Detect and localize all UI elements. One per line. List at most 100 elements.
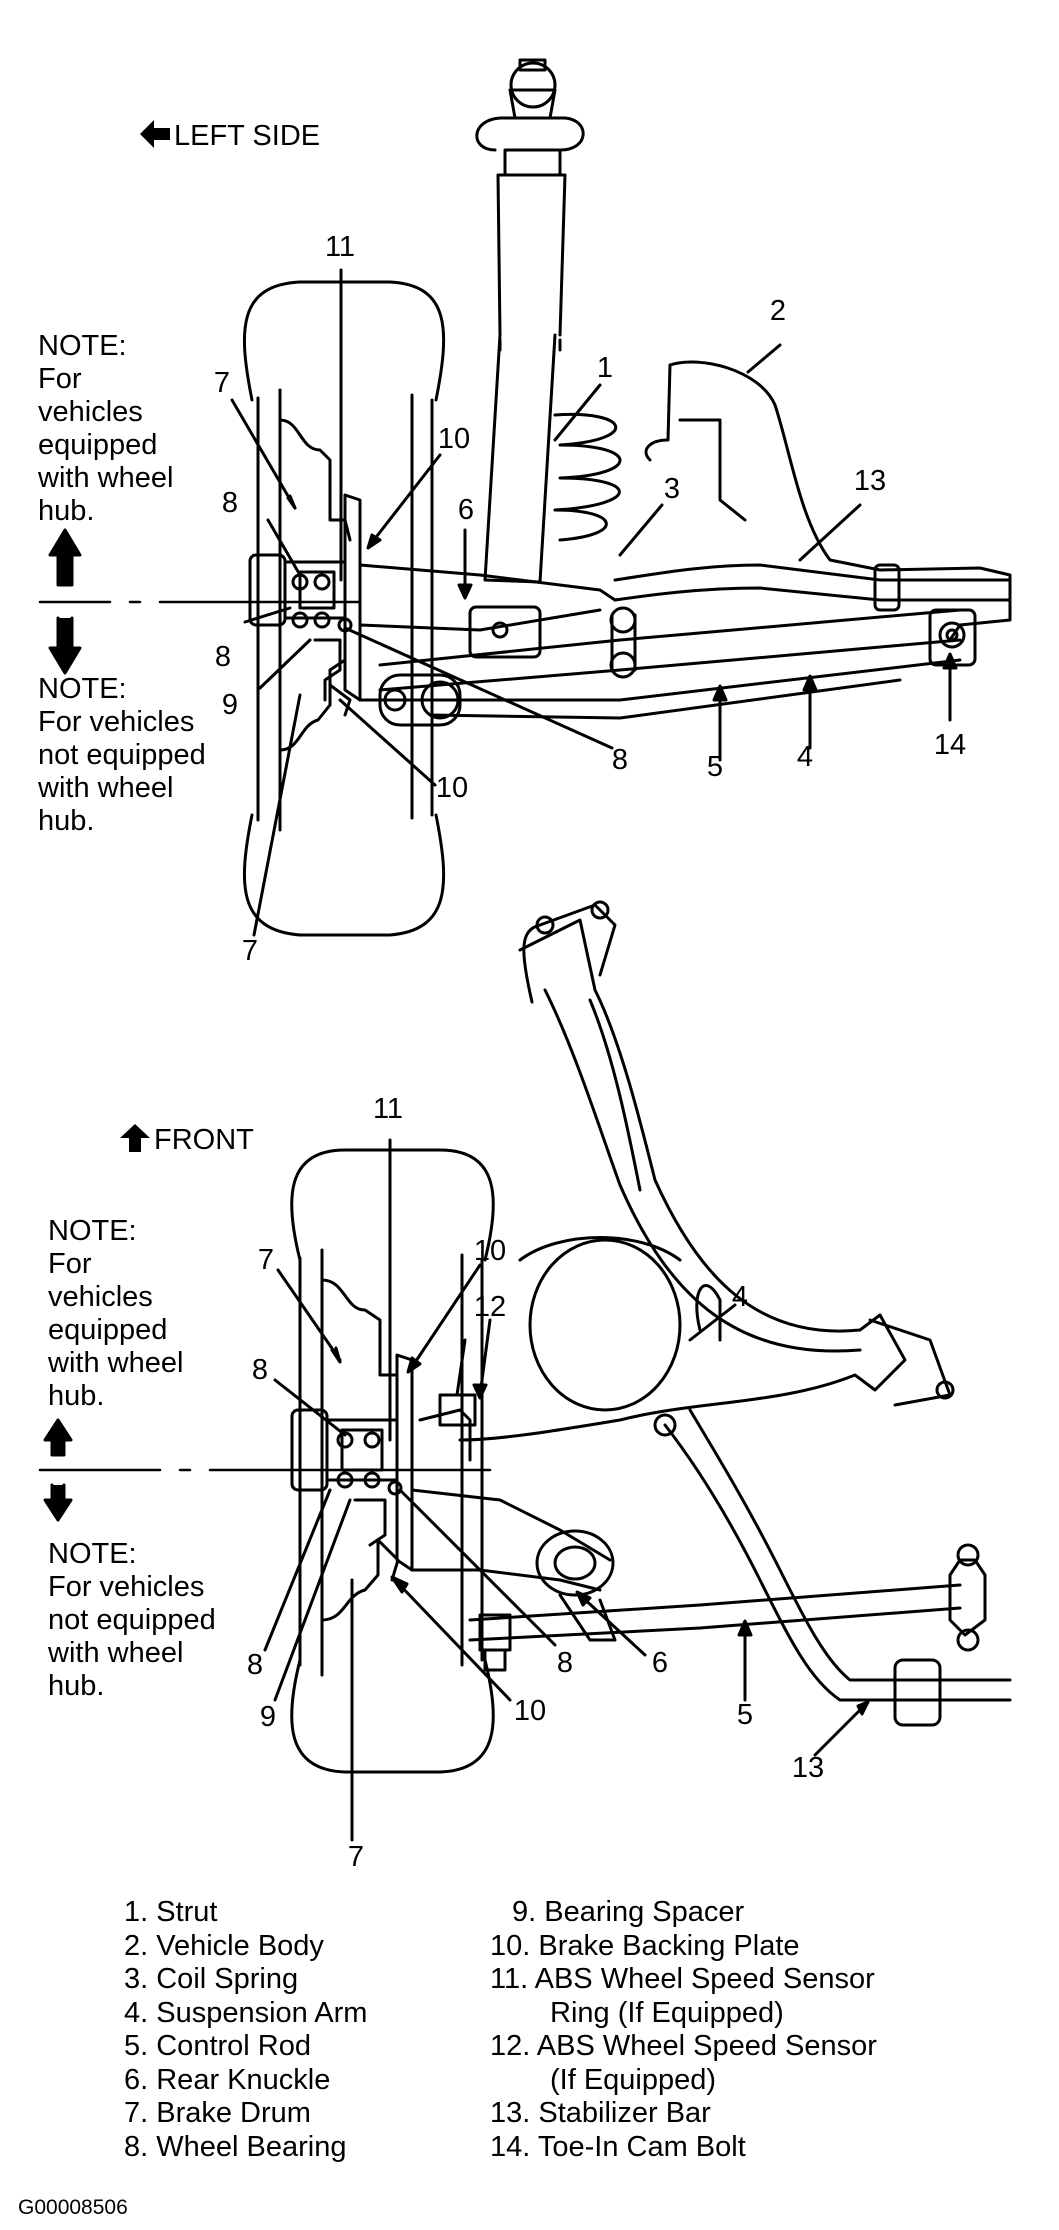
note-line: with wheel [38, 462, 174, 494]
legend-item: 1. Strut [124, 1896, 218, 1928]
left-arrow-icon [140, 120, 170, 148]
top-leader-10b [338, 698, 437, 787]
bottom-callout-8a: 8 [251, 1354, 269, 1386]
bottom-direction-text: FRONT [154, 1124, 254, 1156]
legend-item: 3. Coil Spring [124, 1963, 299, 1995]
bottom-callout-8b: 8 [246, 1649, 264, 1681]
note-line: hub. [38, 805, 95, 837]
bottom-callout-11: 11 [372, 1093, 404, 1125]
bottom-callout-4: 4 [731, 1281, 749, 1313]
bottom-callout-13: 13 [791, 1752, 825, 1784]
top-strut-body [483, 333, 557, 584]
note-line: NOTE: [38, 330, 127, 362]
top-leader-8c [343, 626, 614, 750]
legend-item: 2. Vehicle Body [124, 1929, 324, 1962]
bottom-leader-4 [688, 1303, 737, 1342]
legend-item: 11. ABS Wheel Speed Sensor [490, 1963, 875, 1995]
legend-item: 14. Toe-In Cam Bolt [490, 2130, 746, 2163]
top-leader-7b [252, 693, 302, 937]
note-line: For vehicles [38, 706, 195, 738]
top-suspension-arm [358, 658, 962, 702]
up-arrow-icon [120, 1124, 150, 1152]
bottom-up-arrow [43, 1418, 73, 1457]
top-control-rod [378, 608, 962, 667]
bottom-direction-label: FRONT [120, 1124, 254, 1157]
top-view-drawing [38, 58, 1012, 937]
top-vehicle-body [668, 360, 1012, 642]
legend-item: (If Equipped) [550, 2063, 717, 2096]
note-line: For vehicles [48, 1571, 205, 1603]
top-callout-3: 3 [663, 473, 681, 505]
top-down-arrow [48, 616, 82, 675]
bottom-callout-8c: 8 [556, 1647, 574, 1679]
legend-item: 12. ABS Wheel Speed Sensor [490, 2030, 877, 2062]
top-callout-2: 2 [769, 295, 787, 327]
figure-id: G00008506 [18, 2196, 128, 2219]
bottom-leader-8c [398, 1488, 557, 1647]
legend-item: 13. Stabilizer Bar [490, 2097, 711, 2129]
note-line: equipped [38, 429, 158, 461]
top-note-equipped: NOTE: For vehicles equipped with wheel h… [38, 330, 173, 528]
top-tire-upper [243, 280, 446, 402]
top-callout-10a: 10 [437, 423, 471, 455]
top-callout-8a: 8 [221, 487, 239, 519]
top-coil-spring [553, 412, 622, 542]
note-line: vehicles [38, 396, 143, 428]
top-leader-3 [618, 503, 664, 557]
top-callout-7b: 7 [241, 935, 259, 967]
top-direction-label: LEFT SIDE [140, 120, 320, 153]
top-leader-8a [266, 518, 302, 577]
bottom-callout-12: 12 [473, 1291, 507, 1323]
note-line: equipped [48, 1314, 168, 1346]
note-line: with wheel [48, 1347, 184, 1379]
legend-item: 10. Brake Backing Plate [490, 1929, 800, 1962]
bottom-leader-10b [393, 1578, 512, 1702]
legend-item: 6. Rear Knuckle [124, 2063, 331, 2096]
bottom-note-equipped: NOTE: For vehicles equipped with wheel h… [48, 1215, 183, 1413]
top-tire-lower [243, 813, 446, 937]
note-line: NOTE: [48, 1215, 137, 1247]
note-line: not equipped [38, 739, 206, 771]
top-stabilizer-bar [613, 563, 1012, 582]
bottom-callout-7a: 7 [257, 1244, 275, 1276]
note-line: NOTE: [38, 673, 127, 705]
note-line: hub. [48, 1380, 105, 1412]
top-leader-10a [368, 453, 442, 547]
note-line: For [38, 363, 82, 395]
top-callout-4: 4 [796, 741, 814, 773]
bottom-leader-7a [276, 1268, 342, 1362]
legend-item: 5. Control Rod [124, 2030, 311, 2062]
top-callout-11: 11 [324, 231, 356, 263]
bottom-arm-spring-seat [528, 1238, 682, 1412]
bottom-control-rod [468, 1583, 962, 1622]
bottom-down-arrow [43, 1483, 73, 1522]
top-callout-7a: 7 [213, 367, 231, 399]
note-line: not equipped [48, 1604, 216, 1636]
top-leader-1 [553, 383, 602, 442]
bottom-leader-13 [813, 1703, 867, 1757]
bottom-callout-10a: 10 [473, 1235, 507, 1267]
bottom-leader-8a [273, 1378, 347, 1437]
top-callout-10b: 10 [435, 772, 469, 804]
legend-item: Ring (If Equipped) [550, 1996, 784, 2029]
legend-left-column: 1. Strut 2. Vehicle Body 3. Coil Spring … [124, 1896, 367, 2164]
bottom-callout-9: 9 [259, 1701, 277, 1733]
top-note-not-equipped: NOTE: For vehicles not equipped with whe… [38, 673, 206, 838]
note-line: with wheel [48, 1637, 184, 1669]
bottom-leader-9 [273, 1498, 352, 1702]
bottom-leader-10a [408, 1263, 482, 1372]
bottom-tire-upper [290, 1148, 495, 1262]
top-callout-5: 5 [706, 751, 724, 783]
bottom-callout-6: 6 [651, 1647, 669, 1679]
legend-item: 9. Bearing Spacer [512, 1896, 745, 1928]
top-callout-9: 9 [221, 689, 239, 721]
bottom-tire-lower [290, 1658, 495, 1774]
bottom-leader-12 [478, 1318, 492, 1397]
bottom-note-not-equipped: NOTE: For vehicles not equipped with whe… [48, 1538, 216, 1703]
note-line: hub. [38, 495, 95, 527]
top-leader-2 [746, 343, 782, 374]
bottom-callout-10b: 10 [513, 1695, 547, 1727]
bottom-callout-7b: 7 [347, 1841, 365, 1873]
note-line: with wheel [38, 772, 174, 804]
